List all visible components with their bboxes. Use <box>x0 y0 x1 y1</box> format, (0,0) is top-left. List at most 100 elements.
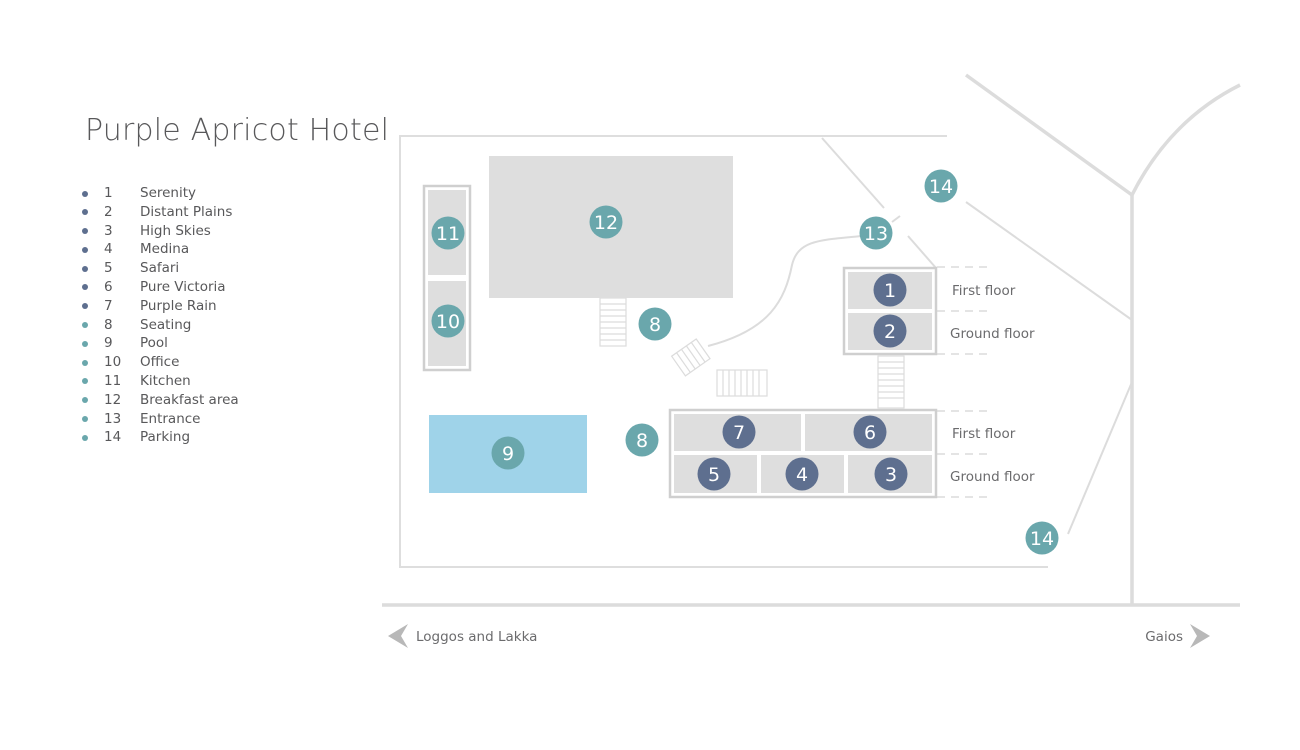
ground-floor-label: Ground floor <box>950 469 1035 485</box>
floor-guides <box>937 266 990 498</box>
boundary-line <box>399 135 1048 568</box>
marker-pool[interactable]: 9 <box>491 436 525 470</box>
marker-room-2[interactable]: 2 <box>873 314 907 348</box>
legend-dot <box>82 228 88 235</box>
arrow-left-icon <box>388 624 408 648</box>
svg-text:12: 12 <box>594 212 618 234</box>
directions: Loggos and Lakka Gaios <box>388 624 1210 648</box>
svg-text:9: 9 <box>502 443 514 465</box>
floor-labels: First floor Ground floor First floor Gro… <box>950 283 1035 485</box>
legend-number: 9 <box>104 335 113 352</box>
marker-kitchen[interactable]: 11 <box>431 216 465 250</box>
road-branch-right <box>1130 83 1241 196</box>
legend-dot <box>82 416 88 423</box>
legend-name: High Skies <box>140 222 211 239</box>
markers: 1 2 3 4 5 6 7 8 8 9 10 11 12 13 14 14 <box>431 169 1059 555</box>
road-branch-left <box>964 73 1134 197</box>
marker-parking[interactable]: 14 <box>924 169 958 203</box>
legend-number: 13 <box>104 410 122 427</box>
legend-name: Serenity <box>140 185 197 201</box>
legend-dot <box>82 359 88 366</box>
legend-name: Seating <box>140 316 192 333</box>
svg-text:10: 10 <box>436 311 460 333</box>
svg-text:8: 8 <box>649 314 661 336</box>
svg-text:4: 4 <box>796 464 808 486</box>
stairs-horizontal <box>716 369 768 397</box>
stairs-breakfast <box>599 297 627 347</box>
marker-room-3[interactable]: 3 <box>874 457 908 491</box>
legend-name: Pure Victoria <box>140 278 226 295</box>
legend-number: 8 <box>104 316 113 333</box>
legend-name: Breakfast area <box>140 391 239 408</box>
legend-number: 11 <box>104 372 122 389</box>
svg-text:14: 14 <box>1030 528 1054 550</box>
marker-room-1[interactable]: 1 <box>873 273 907 307</box>
svg-text:2: 2 <box>884 321 896 343</box>
legend-dot <box>82 246 88 253</box>
stairs-vertical <box>877 355 905 409</box>
legend-dot <box>82 340 88 347</box>
svg-text:5: 5 <box>708 464 720 486</box>
path-entrance-gate <box>891 215 901 223</box>
svg-text:7: 7 <box>733 422 745 444</box>
marker-entrance[interactable]: 13 <box>859 216 893 250</box>
roads <box>382 73 1241 607</box>
first-floor-label: First floor <box>952 426 1016 442</box>
legend-dot <box>82 190 88 197</box>
property-boundary <box>399 135 1048 568</box>
svg-text:11: 11 <box>436 223 460 245</box>
marker-seating[interactable]: 8 <box>638 307 672 341</box>
marker-seating[interactable]: 8 <box>625 423 659 457</box>
legend-dot <box>82 284 88 291</box>
legend-name: Parking <box>140 429 191 446</box>
marker-room-7[interactable]: 7 <box>722 415 756 449</box>
footpaths <box>707 137 1133 535</box>
marker-room-6[interactable]: 6 <box>853 415 887 449</box>
parking-path-bottom <box>1067 381 1133 535</box>
svg-text:6: 6 <box>864 422 876 444</box>
svg-text:13: 13 <box>864 223 888 245</box>
marker-room-5[interactable]: 5 <box>697 457 731 491</box>
marker-room-4[interactable]: 4 <box>785 457 819 491</box>
legend-dot <box>82 303 88 310</box>
arrow-right-icon <box>1190 624 1210 648</box>
legend-number: 4 <box>104 241 113 258</box>
svg-text:1: 1 <box>884 280 896 302</box>
legend-name: Kitchen <box>140 372 191 389</box>
legend-name: Safari <box>140 260 180 277</box>
legend-dot <box>82 209 88 216</box>
marker-parking[interactable]: 14 <box>1025 521 1059 555</box>
legend-dot <box>82 378 88 385</box>
legend-number: 6 <box>104 278 113 295</box>
path-to-entrance <box>821 137 885 209</box>
legend-dot <box>82 265 88 272</box>
legend-number: 5 <box>104 260 113 277</box>
svg-text:14: 14 <box>929 176 953 198</box>
first-floor-label: First floor <box>952 283 1016 299</box>
legend-number: 1 <box>104 185 113 201</box>
legend-number: 7 <box>104 297 113 314</box>
legend-name: Distant Plains <box>140 203 233 220</box>
marker-breakfast-area[interactable]: 12 <box>589 205 623 239</box>
ground-floor-label: Ground floor <box>950 326 1035 342</box>
map-title: Purple Apricot Hotel <box>85 113 390 148</box>
stairs <box>599 297 905 409</box>
legend-name: Purple Rain <box>140 297 217 314</box>
legend-dot <box>82 434 88 441</box>
legend-number: 2 <box>104 203 113 220</box>
parking-path-top <box>965 201 1133 321</box>
legend-number: 10 <box>104 354 122 371</box>
legend-name: Office <box>140 354 180 371</box>
svg-text:3: 3 <box>885 464 897 486</box>
legend-name: Entrance <box>140 410 201 427</box>
legend-dot <box>82 322 88 329</box>
legend-number: 14 <box>104 429 122 446</box>
legend-dot <box>82 397 88 404</box>
path-entrance-block <box>907 235 937 269</box>
direction-right-label: Gaios <box>1145 629 1183 645</box>
marker-office[interactable]: 10 <box>431 304 465 338</box>
legend-name: Medina <box>140 241 190 258</box>
garden-path <box>707 235 863 347</box>
legend-number: 12 <box>104 391 122 408</box>
